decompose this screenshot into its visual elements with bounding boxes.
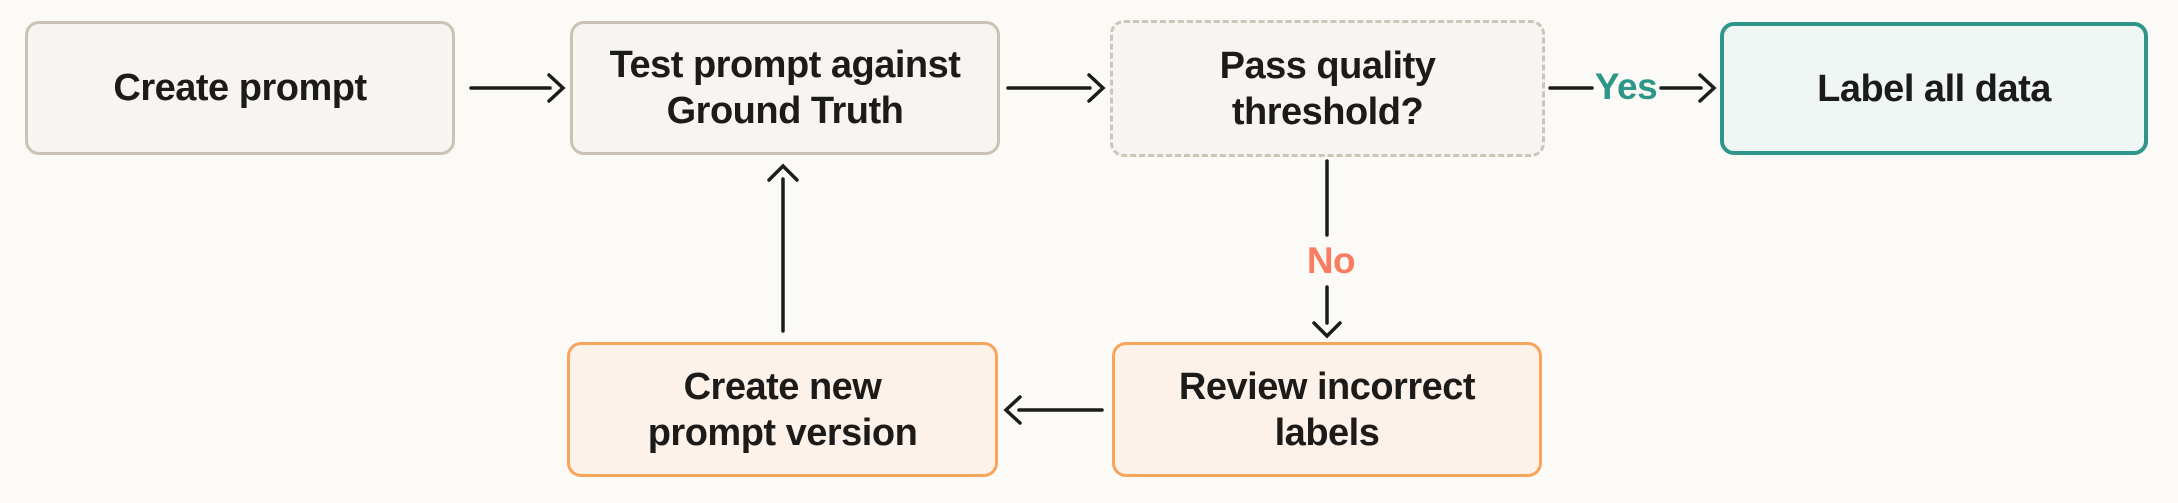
arrow-test-to-decision <box>1006 73 1106 103</box>
node-create-prompt: Create prompt <box>25 21 455 155</box>
node-pass-quality-threshold: Pass quality threshold? <box>1110 20 1545 157</box>
arrow-create-to-test <box>469 73 566 103</box>
node-review-incorrect-labels: Review incorrect labels <box>1112 342 1542 477</box>
edge-label-no: No <box>1306 240 1356 281</box>
arrow-new-version-to-test <box>767 163 799 333</box>
node-test-prompt: Test prompt against Ground Truth <box>570 21 1000 155</box>
arrow-review-to-new-version <box>1003 395 1104 425</box>
edge-label-yes: Yes <box>1594 66 1658 107</box>
node-create-new-prompt-version: Create new prompt version <box>567 342 998 477</box>
node-label-all-data: Label all data <box>1720 22 2148 155</box>
